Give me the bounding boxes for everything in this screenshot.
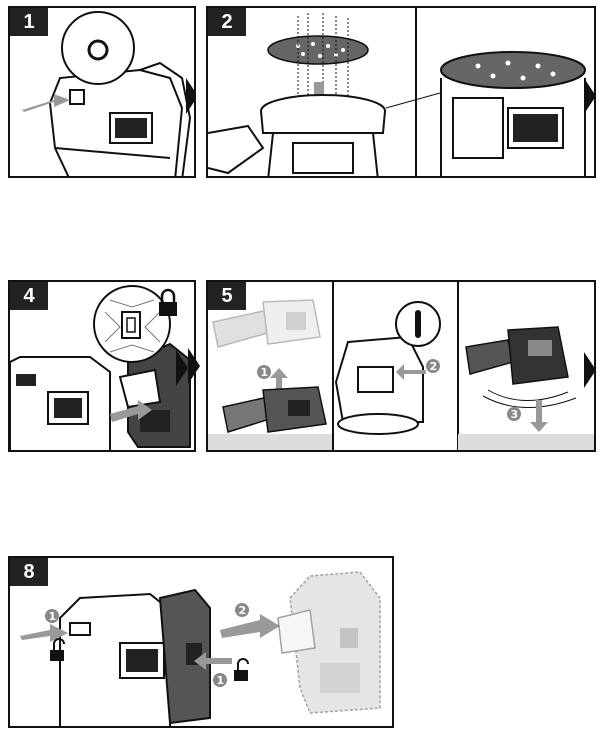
press-arrow: [194, 652, 232, 670]
panel-divider: [415, 8, 417, 176]
next-arrow: [176, 350, 188, 386]
ghost-sander: [212, 299, 321, 348]
svg-text:1: 1: [217, 674, 225, 687]
unlock-icon: [50, 638, 65, 661]
ghost-battery: [277, 571, 381, 714]
step-5-illustration: 1 2 3: [208, 299, 594, 450]
unlock-icon: [234, 658, 249, 681]
svg-text:2: 2: [239, 604, 247, 617]
next-arrow: [188, 348, 200, 384]
dust-port: [208, 124, 265, 175]
callout-1: [213, 673, 227, 687]
lift-arrow: [270, 368, 288, 394]
power-switch: [69, 89, 85, 105]
step-2-illustration: [208, 13, 586, 176]
step-number: 5: [208, 282, 246, 310]
next-arrow: [584, 78, 594, 114]
step-8-panel: 8 1 1 2: [8, 556, 394, 728]
svg-text:3: 3: [511, 408, 519, 421]
callout-1: [257, 365, 271, 379]
step-5-panel: 5 1 2 3: [206, 280, 596, 452]
callout-2: [235, 603, 249, 617]
next-arrow: [186, 78, 194, 114]
step-4-panel: 4: [8, 280, 196, 452]
callout-2: [426, 359, 440, 373]
step-1-illustration: [22, 11, 192, 176]
remove-arrow: [220, 614, 280, 638]
step-number: 8: [10, 558, 48, 586]
callout-1: [45, 609, 59, 623]
panel-divider: [457, 282, 459, 450]
svg-text:1: 1: [261, 366, 269, 379]
svg-text:1: 1: [49, 610, 57, 623]
step-number: 4: [10, 282, 48, 310]
step-number: 2: [208, 8, 246, 36]
callout-3: [507, 407, 521, 421]
sanding-disc: [267, 35, 369, 65]
press-arrow: [396, 364, 426, 380]
lock-icon: [159, 288, 177, 316]
step-number: 1: [10, 8, 48, 36]
panel-divider: [332, 282, 334, 450]
svg-text:2: 2: [430, 360, 438, 373]
on-symbol: [415, 310, 421, 338]
step-1-panel: 1: [8, 6, 196, 178]
off-symbol: [87, 39, 109, 61]
remove-arrow: [110, 400, 152, 422]
step-2-panel: 2: [206, 6, 596, 178]
step-8-illustration: 1 1 2: [20, 571, 381, 726]
press-arrow: [20, 624, 68, 642]
step-4-illustration: [10, 285, 191, 450]
push-arrow: [22, 94, 70, 112]
down-arrow: [530, 400, 548, 432]
next-arrow: [584, 352, 594, 388]
